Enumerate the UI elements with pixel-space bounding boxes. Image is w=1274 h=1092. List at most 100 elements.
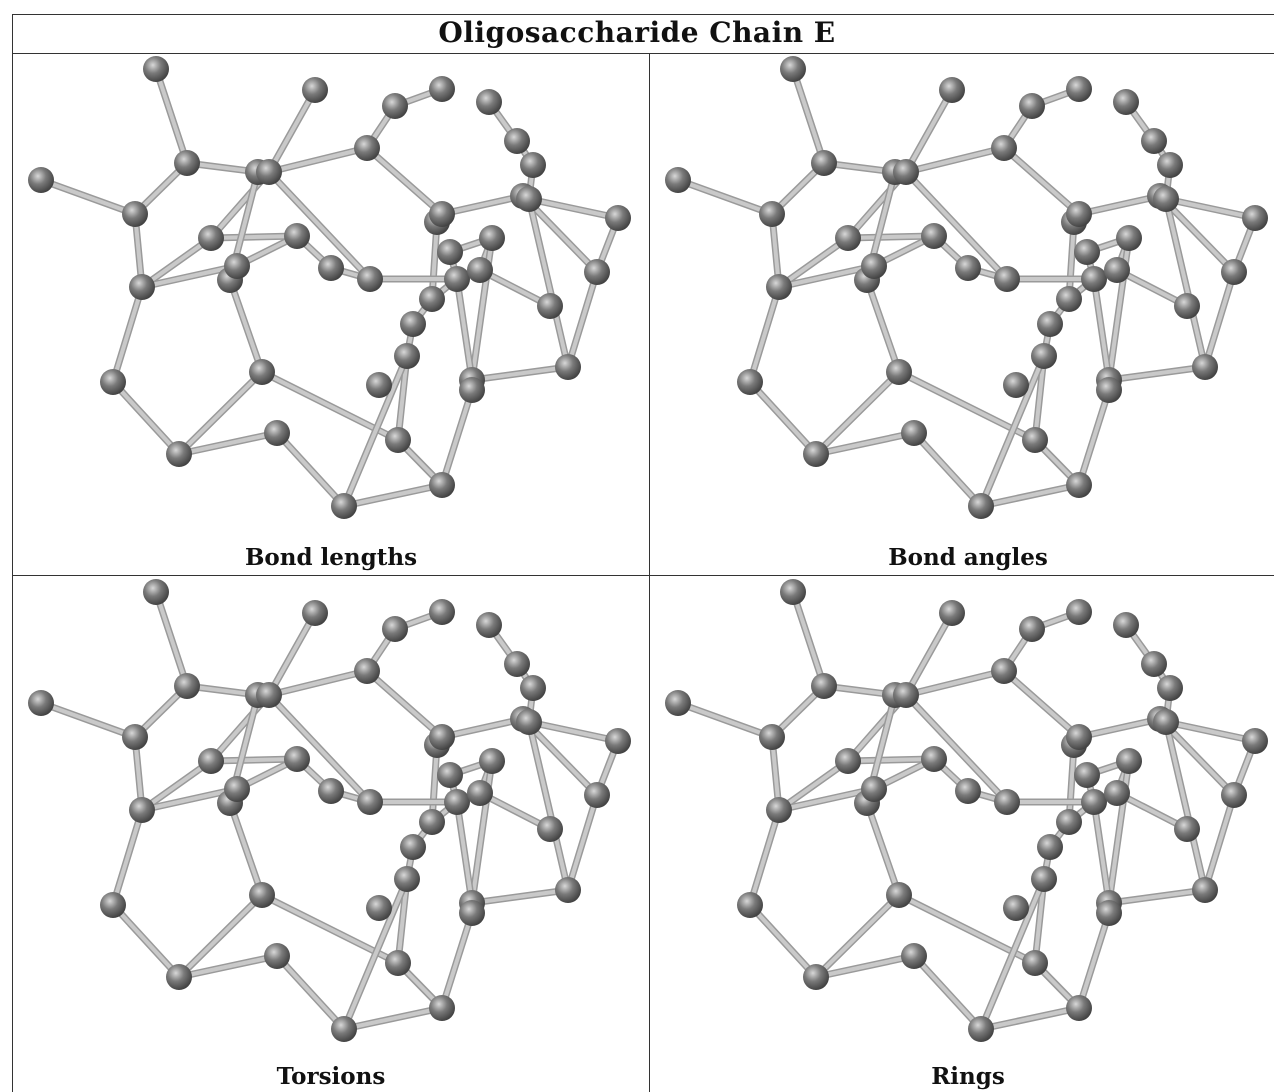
atom [1066,724,1092,750]
atom [555,354,581,380]
atom [1116,225,1142,251]
atom [1056,809,1082,835]
bond-highlight [904,170,1009,281]
atom [357,266,383,292]
atom [476,89,502,115]
atom [256,159,282,185]
bond-highlight [228,801,264,897]
atom [284,746,310,772]
bond-highlight [1107,888,1207,905]
atom [198,225,224,251]
bond-highlight [1077,194,1162,216]
atom [1153,186,1179,212]
bond-highlight [440,388,474,487]
atom [1056,286,1082,312]
bond-highlight [904,146,1006,174]
bond-highlight [527,720,620,743]
atom [861,253,887,279]
bond-highlight [527,197,570,369]
bond-highlight [342,354,409,508]
bond-highlight [365,146,444,216]
atom [429,76,455,102]
atom [955,255,981,281]
bond-highlight [912,431,983,508]
bond-highlight [440,194,525,216]
atom [122,201,148,227]
bond-highlight [1203,793,1236,892]
atom [284,223,310,249]
atom [400,834,426,860]
atom [1066,995,1092,1021]
bond-highlight [979,354,1046,508]
bond-highlight [791,590,826,688]
bond-highlight [440,911,474,1010]
atom [994,789,1020,815]
bond-highlight [342,1006,444,1031]
atom [504,128,530,154]
atom [1104,780,1130,806]
atom [459,377,485,403]
atom [766,274,792,300]
bond-highlight [777,759,850,812]
bond-highlight [177,370,264,456]
bond-highlight [904,693,1009,804]
atom [122,724,148,750]
bond-highlight [777,787,876,812]
atom [174,150,200,176]
bond-highlight [1002,146,1081,216]
atom [1174,816,1200,842]
panel-caption: Rings [931,1063,1005,1090]
bond-highlight [209,757,299,763]
atom [129,797,155,823]
bond-highlight [566,270,599,369]
atom [939,77,965,103]
molecule-structure [28,579,631,1042]
atom [921,746,947,772]
bond-highlight [846,757,936,763]
bond-highlight [275,431,346,508]
atom [429,724,455,750]
bond-highlight [470,365,570,382]
bond-highlight [865,278,901,374]
bond-highlight [111,285,144,384]
atom [437,239,463,265]
bond-highlight [267,693,372,804]
atom [302,600,328,626]
atom [143,579,169,605]
table-border-header [12,53,1274,54]
atom [759,724,785,750]
atom [429,472,455,498]
atom [385,427,411,453]
atom [224,253,250,279]
bond-highlight [111,808,144,907]
atom [444,266,470,292]
bond-highlight [365,669,444,739]
bond-highlight [140,787,239,812]
bond-highlight [791,67,826,165]
panel-bond-lengths: Bond lengths [13,54,649,575]
atom [1153,709,1179,735]
atom [1074,239,1100,265]
atom [886,359,912,385]
atom [100,369,126,395]
atom [264,420,290,446]
atom [419,286,445,312]
bond-highlight [748,808,781,907]
atom [1096,900,1122,926]
bond-highlight [846,234,936,240]
atom [1192,354,1218,380]
atom [780,56,806,82]
atom [1242,728,1268,754]
bond-highlight [1115,791,1189,831]
bond-highlight [814,954,916,979]
bond-highlight [1077,717,1162,739]
atom [1031,343,1057,369]
atom [385,950,411,976]
atom [1066,201,1092,227]
atom [429,201,455,227]
atom [504,651,530,677]
atom [1037,311,1063,337]
atom [835,225,861,251]
atom [766,797,792,823]
atom [1113,612,1139,638]
